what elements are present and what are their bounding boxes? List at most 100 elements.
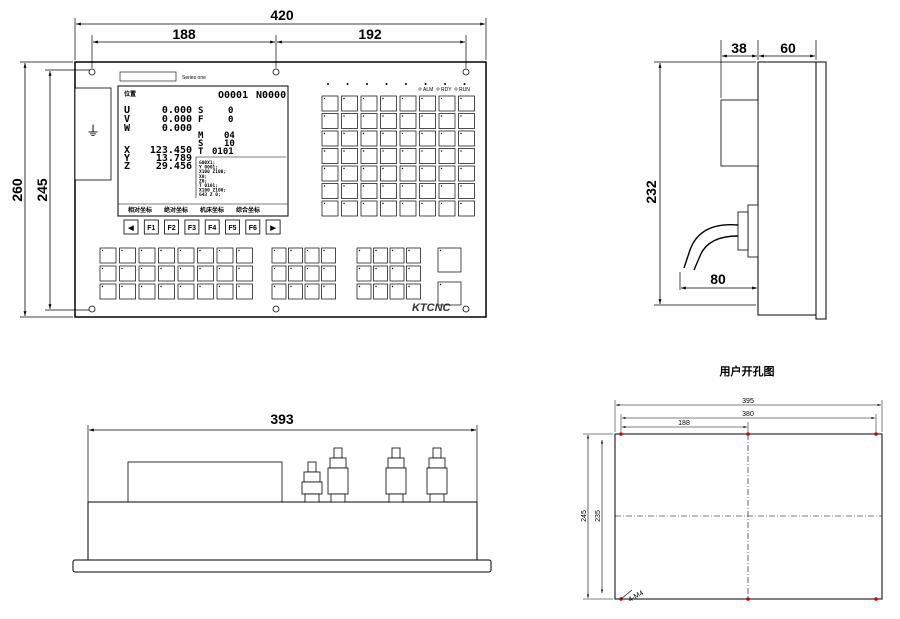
operation-key[interactable] xyxy=(271,283,287,300)
operation-key[interactable] xyxy=(373,265,388,282)
function-key[interactable] xyxy=(184,219,200,235)
panel-key[interactable] xyxy=(458,200,475,217)
panel-key[interactable] xyxy=(458,113,475,129)
operation-key[interactable] xyxy=(99,247,117,264)
panel-key[interactable] xyxy=(321,113,339,129)
panel-key[interactable] xyxy=(321,165,339,182)
panel-key[interactable] xyxy=(321,200,339,217)
operation-key[interactable] xyxy=(177,283,195,300)
panel-key[interactable] xyxy=(341,183,358,199)
panel-key[interactable] xyxy=(419,200,436,217)
operation-key[interactable] xyxy=(236,283,253,300)
panel-key[interactable] xyxy=(399,113,417,129)
large-key[interactable] xyxy=(437,281,462,306)
operation-key[interactable] xyxy=(158,283,175,300)
panel-key[interactable] xyxy=(360,113,378,129)
panel-key[interactable] xyxy=(399,95,417,112)
panel-key[interactable] xyxy=(458,165,475,182)
panel-key[interactable] xyxy=(419,148,436,164)
panel-key[interactable] xyxy=(399,165,417,182)
panel-key[interactable] xyxy=(321,183,339,199)
operation-key[interactable] xyxy=(373,283,388,300)
screen-softkey[interactable]: 绝对坐标 xyxy=(164,206,188,214)
function-key[interactable] xyxy=(123,219,139,235)
operation-key[interactable] xyxy=(389,283,405,300)
panel-key[interactable] xyxy=(419,95,436,112)
panel-key[interactable] xyxy=(380,148,397,164)
screen-softkey[interactable]: 综合坐标 xyxy=(236,206,260,214)
panel-key[interactable] xyxy=(341,165,358,182)
operation-key[interactable] xyxy=(389,265,405,282)
operation-key[interactable] xyxy=(197,265,214,282)
panel-key[interactable] xyxy=(399,148,417,164)
panel-key[interactable] xyxy=(341,113,358,129)
panel-key[interactable] xyxy=(438,95,456,112)
panel-key[interactable] xyxy=(438,200,456,217)
operation-key[interactable] xyxy=(138,247,156,264)
panel-key[interactable] xyxy=(380,183,397,199)
operation-key[interactable] xyxy=(216,283,234,300)
operation-key[interactable] xyxy=(304,247,320,264)
panel-key[interactable] xyxy=(380,200,397,217)
operation-key[interactable] xyxy=(356,283,372,300)
operation-key[interactable] xyxy=(216,265,234,282)
operation-key[interactable] xyxy=(406,247,421,264)
operation-key[interactable] xyxy=(177,247,195,264)
operation-key[interactable] xyxy=(271,247,287,264)
operation-key[interactable] xyxy=(236,247,253,264)
panel-key[interactable] xyxy=(419,113,436,129)
operation-key[interactable] xyxy=(197,247,214,264)
operation-key[interactable] xyxy=(197,283,214,300)
panel-key[interactable] xyxy=(458,95,475,112)
operation-key[interactable] xyxy=(119,283,136,300)
panel-key[interactable] xyxy=(360,183,378,199)
operation-key[interactable] xyxy=(406,283,421,300)
operation-key[interactable] xyxy=(119,265,136,282)
operation-key[interactable] xyxy=(177,265,195,282)
panel-key[interactable] xyxy=(458,130,475,147)
panel-key[interactable] xyxy=(321,148,339,164)
operation-key[interactable] xyxy=(138,265,156,282)
operation-key[interactable] xyxy=(158,265,175,282)
operation-key[interactable] xyxy=(356,247,372,264)
operation-key[interactable] xyxy=(356,265,372,282)
operation-key[interactable] xyxy=(321,283,336,300)
operation-key[interactable] xyxy=(216,247,234,264)
panel-key[interactable] xyxy=(438,165,456,182)
panel-key[interactable] xyxy=(438,130,456,147)
operation-key[interactable] xyxy=(288,247,303,264)
operation-key[interactable] xyxy=(288,283,303,300)
screen-softkey[interactable]: 相对坐标 xyxy=(128,206,152,214)
operation-key[interactable] xyxy=(321,265,336,282)
panel-key[interactable] xyxy=(399,183,417,199)
panel-key[interactable] xyxy=(360,200,378,217)
large-key[interactable] xyxy=(437,247,462,273)
operation-key[interactable] xyxy=(236,265,253,282)
operation-key[interactable] xyxy=(119,247,136,264)
panel-key[interactable] xyxy=(360,95,378,112)
panel-key[interactable] xyxy=(321,95,339,112)
operation-key[interactable] xyxy=(321,247,336,264)
operation-key[interactable] xyxy=(99,265,117,282)
operation-key[interactable] xyxy=(373,247,388,264)
operation-key[interactable] xyxy=(138,283,156,300)
panel-key[interactable] xyxy=(399,200,417,217)
operation-key[interactable] xyxy=(99,283,117,300)
panel-key[interactable] xyxy=(380,130,397,147)
panel-key[interactable] xyxy=(419,130,436,147)
operation-key[interactable] xyxy=(304,283,320,300)
panel-key[interactable] xyxy=(360,148,378,164)
panel-key[interactable] xyxy=(458,183,475,199)
panel-key[interactable] xyxy=(341,130,358,147)
panel-key[interactable] xyxy=(341,95,358,112)
panel-key[interactable] xyxy=(438,148,456,164)
operation-key[interactable] xyxy=(288,265,303,282)
screen-softkey[interactable]: 机床坐标 xyxy=(200,206,224,214)
panel-key[interactable] xyxy=(380,95,397,112)
operation-key[interactable] xyxy=(406,265,421,282)
function-key[interactable] xyxy=(143,219,159,235)
operation-key[interactable] xyxy=(158,247,175,264)
panel-key[interactable] xyxy=(380,165,397,182)
panel-key[interactable] xyxy=(321,130,339,147)
operation-key[interactable] xyxy=(389,247,405,264)
